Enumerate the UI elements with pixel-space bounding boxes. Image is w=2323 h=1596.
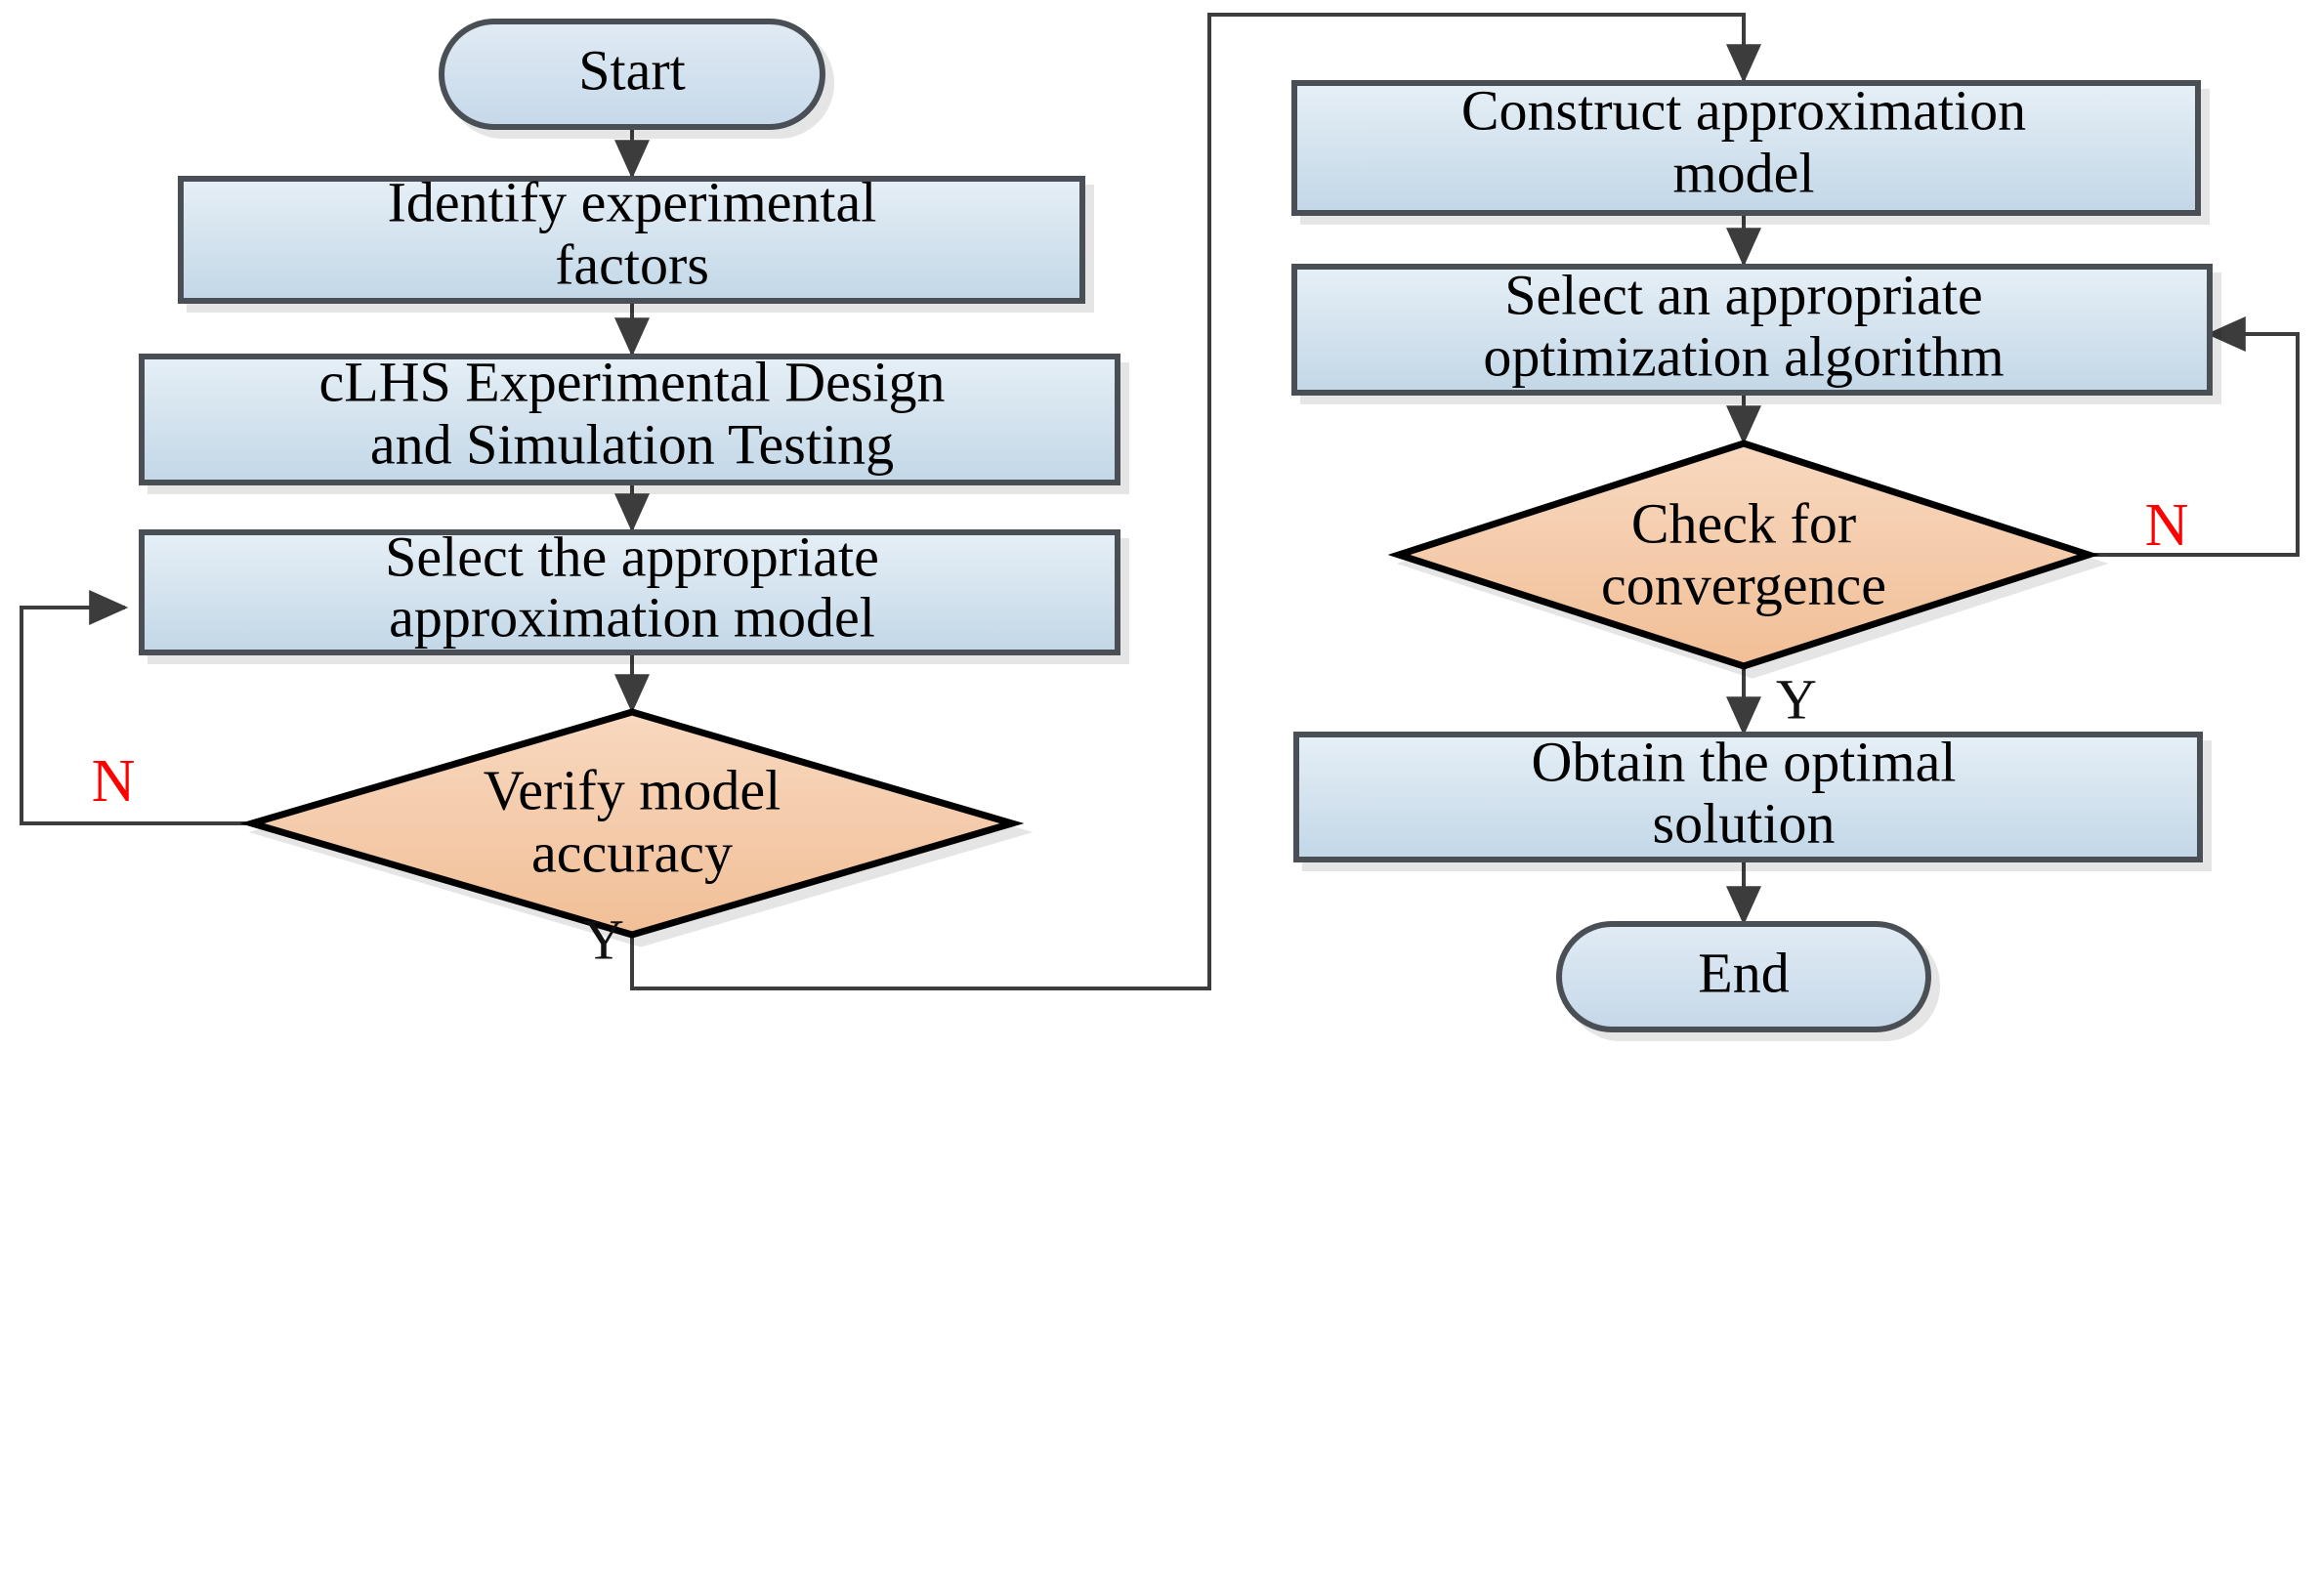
obtain-shape[interactable]	[1293, 732, 2203, 862]
node-identify-label-line1: Identify experimental	[388, 170, 877, 233]
edge-label-converge-yes: Y	[1776, 667, 1817, 731]
edge-verify-yes-to-construct	[630, 13, 1761, 990]
edge-label-verify-yes: Y	[583, 907, 624, 971]
connectors-group	[20, 13, 2300, 990]
clhs-shape[interactable]	[139, 354, 1120, 485]
node-select-algo-label-line2: optimization algorithm	[1483, 324, 2004, 388]
construct-shape[interactable]	[1291, 80, 2201, 216]
node-construct-label-line1: Construct approximation	[1461, 78, 2026, 142]
select-algo-shape[interactable]	[1291, 264, 2213, 396]
node-verify-label-line2: accuracy	[531, 820, 733, 884]
node-identify-label-line2: factors	[555, 232, 709, 296]
node-converge-label-line2: convergence	[1601, 553, 1886, 616]
node-end[interactable]: End	[1556, 921, 1931, 1032]
identify-shape[interactable]	[178, 176, 1085, 304]
node-end-label: End	[1698, 941, 1789, 1004]
node-obtain-optimal-solution[interactable]: Obtain the optimal solution	[1293, 730, 2203, 862]
converge-decision-shape[interactable]	[1387, 440, 2100, 670]
node-start-label: Start	[578, 38, 686, 102]
node-obtain-label-line1: Obtain the optimal	[1532, 730, 1957, 793]
end-shape[interactable]	[1556, 921, 1931, 1032]
node-clhs-experimental-design[interactable]: cLHS Experimental Design and Simulation …	[139, 350, 1120, 485]
node-construct-approximation-model[interactable]: Construct approximation model	[1291, 78, 2201, 216]
node-identify-experimental-factors[interactable]: Identify experimental factors	[178, 170, 1085, 304]
verify-decision-shape[interactable]	[239, 708, 1025, 939]
node-verify-label-line1: Verify model	[484, 758, 781, 821]
node-verify-model-accuracy[interactable]: Verify model accuracy	[239, 708, 1025, 939]
node-construct-label-line2: model	[1673, 141, 1815, 204]
node-select-approximation-model[interactable]: Select the appropriate approximation mod…	[139, 525, 1120, 655]
select-model-shape[interactable]	[139, 529, 1120, 655]
node-converge-label-line1: Check for	[1631, 491, 1856, 555]
edge-label-converge-no: N	[2145, 492, 2189, 559]
node-select-model-label-line1: Select the appropriate	[385, 525, 879, 588]
node-clhs-label-line2: and Simulation Testing	[370, 412, 894, 476]
node-obtain-label-line2: solution	[1653, 791, 1836, 855]
node-select-algo-label-line1: Select an appropriate	[1504, 263, 1983, 326]
edge-verify-no-to-clhs	[20, 590, 252, 825]
node-select-optimization-algorithm[interactable]: Select an appropriate optimization algor…	[1291, 263, 2213, 396]
start-shape[interactable]	[439, 19, 825, 130]
node-start[interactable]: Start	[439, 19, 825, 130]
edge-label-verify-no: N	[92, 748, 136, 815]
node-select-model-label-line2: approximation model	[389, 585, 875, 649]
edge-converge-no-to-selectalgo	[2089, 316, 2300, 557]
node-check-for-convergence[interactable]: Check for convergence	[1387, 440, 2100, 670]
node-clhs-label-line1: cLHS Experimental Design	[318, 350, 945, 413]
